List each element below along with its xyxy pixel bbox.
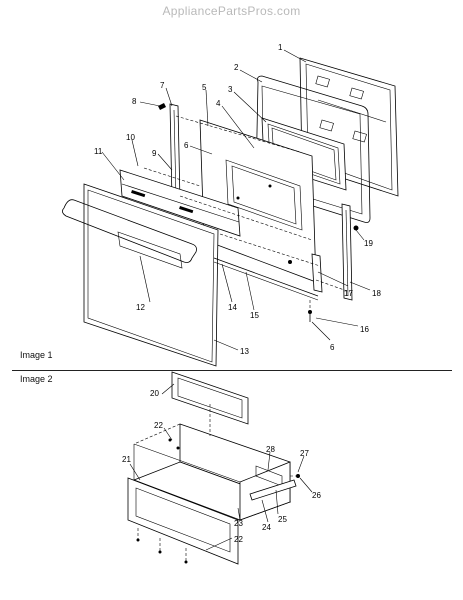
part-vent-trim: [119, 169, 241, 237]
callout-18: 18: [372, 289, 381, 298]
callout-22-top: 22: [154, 421, 163, 430]
callout-11: 11: [94, 147, 103, 156]
watermark: AppliancePartsPros.com: [162, 4, 301, 18]
callout-14: 14: [228, 303, 237, 312]
callout-15: 15: [250, 311, 259, 320]
part-hinge-right: [341, 203, 353, 301]
callout-28: 28: [266, 445, 275, 454]
callouts-image2: 20 21 22 22 23 24 25 26 27 28: [122, 389, 321, 544]
callout-27: 27: [300, 449, 309, 458]
section-divider: [12, 370, 452, 371]
part-front-door: [62, 183, 219, 367]
image2-label: Image 2: [20, 374, 53, 384]
image1-label: Image 1: [20, 350, 53, 360]
callout-17: 17: [344, 289, 353, 298]
callout-1: 1: [278, 43, 283, 52]
callouts-image1: 1 2 3 4 5 6 7 8 9 10 11 12 13 14 15 16 1…: [94, 43, 381, 356]
part-bracket-17: [311, 253, 323, 293]
part-screw-8: [158, 103, 166, 110]
callout-5: 5: [202, 83, 207, 92]
callout-12: 12: [136, 303, 145, 312]
callout-8: 8: [132, 97, 137, 106]
callout-24: 24: [262, 523, 271, 532]
part-slide-rail: [249, 479, 297, 501]
callout-10: 10: [126, 133, 135, 142]
leader-lines-image1: [101, 49, 371, 351]
part-screw-19: [353, 225, 359, 231]
callout-26: 26: [312, 491, 321, 500]
callout-6-bottom: 6: [330, 343, 335, 352]
part-drawer-front: [127, 477, 239, 565]
callout-19: 19: [364, 239, 373, 248]
callout-3: 3: [228, 85, 233, 94]
leader-lines-image2: [129, 383, 313, 551]
callout-7: 7: [160, 81, 165, 90]
callout-21: 21: [122, 455, 131, 464]
callout-23: 23: [234, 519, 243, 528]
part-bottom-channel: [213, 257, 319, 301]
callout-6-top: 6: [184, 141, 189, 150]
callout-16: 16: [360, 325, 369, 334]
callout-13: 13: [240, 347, 249, 356]
callout-20: 20: [150, 389, 159, 398]
callout-4: 4: [216, 99, 221, 108]
drawer-screws: [136, 438, 300, 564]
callout-25: 25: [278, 515, 287, 524]
callout-2: 2: [234, 63, 239, 72]
callout-9: 9: [152, 149, 157, 158]
alignment-lines-image2: [137, 404, 298, 562]
callout-22-bottom: 22: [234, 535, 243, 544]
alignment-lines-image1: [143, 115, 351, 314]
part-drawer-back: [171, 371, 249, 425]
